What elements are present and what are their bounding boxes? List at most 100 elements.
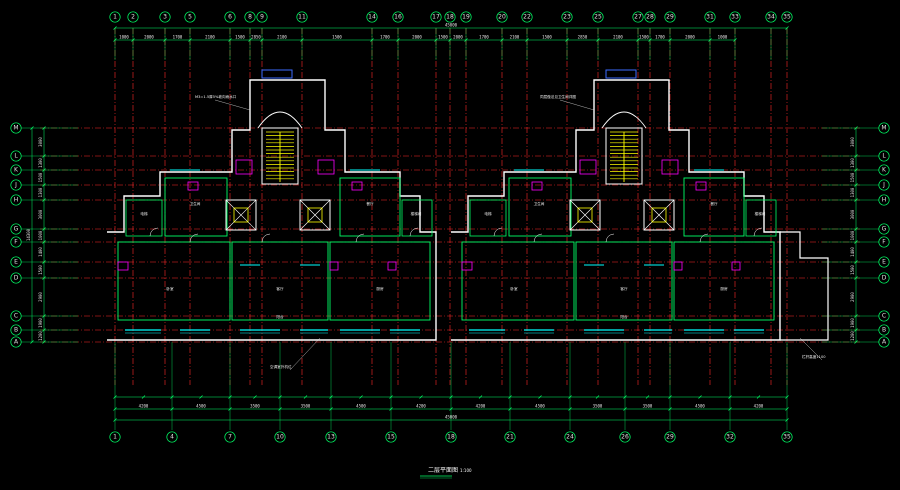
dim-right-tick-6 xyxy=(854,240,858,244)
dim-top-detail-tick-4 xyxy=(228,38,232,42)
note-leader-1 xyxy=(559,99,595,111)
axis-bubble-bottom-15-label: 15 xyxy=(387,434,395,441)
axis-bubble-top-6-label: 6 xyxy=(228,14,232,21)
outer-wall-left xyxy=(107,79,437,341)
dim-right-label-0: 3000 xyxy=(850,137,855,147)
dim-bottom-axis-tick-2 xyxy=(228,407,232,411)
elevator-car-left-1 xyxy=(307,207,323,223)
fixture-left-6 xyxy=(387,261,397,271)
dim-top-detail-label-7: 1500 xyxy=(332,35,342,40)
note-text-1: 同层做法见卫生间详图 xyxy=(540,94,576,99)
dim-top-detail-label-2: 1700 xyxy=(173,35,183,40)
dim-top-detail-tick-15 xyxy=(565,38,569,42)
room-label-left-4: 餐厅 xyxy=(366,201,374,206)
axis-bubble-left-K-circle xyxy=(10,164,22,176)
fixture-right-5 xyxy=(673,261,683,271)
axis-bubble-bottom-7-label: 7 xyxy=(228,434,232,441)
axis-bubble-left-B-circle xyxy=(10,324,22,336)
dim-top-detail-tick-16 xyxy=(596,38,600,42)
axis-bubble-left-B-label: B xyxy=(14,327,18,334)
dim-left-label-5: 1000 xyxy=(38,230,43,240)
axis-bubble-right-F-label: F xyxy=(882,239,886,246)
axis-bubble-bottom-7-circle xyxy=(224,431,236,443)
dim-top-detail-label-8: 1700 xyxy=(380,35,390,40)
fixture-right-1 xyxy=(661,159,679,175)
dim-bottom-detail-tick-11 xyxy=(419,395,423,399)
dim-bottom-detail-tick-16 xyxy=(568,395,572,399)
dim-bottom-detail-tick-18 xyxy=(623,395,627,399)
dim-top-total-tick-1 xyxy=(785,26,789,30)
dim-top-detail-tick-5 xyxy=(248,38,252,42)
dim-right-label-10: 1200 xyxy=(850,331,855,341)
axis-bubble-right-D-label: D xyxy=(882,275,887,282)
axis-bubble-top-34-label: 34 xyxy=(767,14,775,21)
axis-bubble-top-18-circle xyxy=(444,11,456,23)
axis-bubble-top-19-circle xyxy=(460,11,472,23)
dim-bottom-axis-tick-11 xyxy=(728,407,732,411)
axis-bubble-bottom-24-label: 24 xyxy=(566,434,574,441)
unit-right-left xyxy=(329,241,431,321)
axis-bubble-left-C-label: C xyxy=(14,313,18,320)
dim-bottom-axis-tick-6 xyxy=(449,407,453,411)
axis-bubble-top-31-label: 31 xyxy=(706,14,714,21)
dim-bottom-total-label-0: 45000 xyxy=(445,415,458,420)
dim-top-detail-tick-20 xyxy=(708,38,712,42)
axis-bubble-top-17-circle xyxy=(430,11,442,23)
dim-top-detail-tick-12 xyxy=(464,38,468,42)
dim-left-label-0: 3000 xyxy=(38,137,43,147)
fixture-left-0 xyxy=(235,159,253,175)
dim-top-detail-label-4: 1500 xyxy=(235,35,245,40)
note-text-3: 栏杆高度1100 xyxy=(802,354,826,359)
glazing-top-left xyxy=(261,69,293,79)
axis-bubble-top-18-label: 18 xyxy=(446,14,454,21)
axis-bubble-bottom-10-circle xyxy=(274,431,286,443)
axis-bubble-top-11-circle xyxy=(296,11,308,23)
dim-right-tick-8 xyxy=(854,276,858,280)
dim-right-tick-11 xyxy=(854,340,858,344)
dim-bottom-axis-tick-0 xyxy=(113,407,117,411)
axis-bubble-top-8-label: 8 xyxy=(248,14,252,21)
room-corner-left-right xyxy=(469,199,507,237)
axis-bubble-bottom-26-label: 26 xyxy=(621,434,629,441)
axis-bubble-top-29-label: 29 xyxy=(666,14,674,21)
stair-arch-right xyxy=(601,111,647,129)
axis-bubble-right-K-circle xyxy=(878,164,890,176)
room-label-right-1: 客厅 xyxy=(620,286,628,291)
dim-right-label-6: 1400 xyxy=(850,247,855,257)
room-label-left-5: 电梯 xyxy=(140,211,148,216)
dim-top-detail-tick-3 xyxy=(188,38,192,42)
dim-left-tick-11 xyxy=(42,340,46,344)
dim-top-detail-tick-9 xyxy=(396,38,400,42)
axis-bubble-top-20-label: 20 xyxy=(498,14,506,21)
title-block: 二层平面图 1:100 xyxy=(420,467,472,479)
dim-bottom-detail-tick-12 xyxy=(449,395,453,399)
fixture-right-4 xyxy=(461,261,473,271)
dim-left-label-7: 1500 xyxy=(38,265,43,275)
axis-bubble-top-9-circle xyxy=(256,11,268,23)
dim-left-total-label-0: 14300 xyxy=(26,228,31,241)
axis-bubble-left-L-label: L xyxy=(14,153,18,160)
room-label-right-2: 厨房 xyxy=(720,286,728,291)
dim-top-detail-tick-18 xyxy=(648,38,652,42)
dim-top-detail-label-17: 1500 xyxy=(639,35,649,40)
note-leader-0 xyxy=(214,99,251,111)
room-label-right-4: 餐厅 xyxy=(710,201,718,206)
axis-bubble-bottom-13-circle xyxy=(325,431,337,443)
axis-bubble-right-C-label: C xyxy=(882,313,886,320)
axis-bubble-top-22-label: 22 xyxy=(523,14,531,21)
unit-mid-right xyxy=(575,241,673,321)
fixture-right-3 xyxy=(695,181,707,191)
dim-right-label-3: 1300 xyxy=(850,187,855,197)
dim-top-detail-label-12: 1700 xyxy=(479,35,489,40)
elevator-car-right-0 xyxy=(577,207,593,223)
axis-bubble-right-D-circle xyxy=(878,272,890,284)
room-label-left-7: 阳台 xyxy=(276,314,284,319)
dim-top-detail-label-19: 2000 xyxy=(685,35,695,40)
dim-right-label-4: 3000 xyxy=(850,209,855,219)
axis-bubble-bottom-15-circle xyxy=(385,431,397,443)
dim-bottom-total-tick-0 xyxy=(113,418,117,422)
axis-bubble-top-35-label: 35 xyxy=(783,14,791,21)
dim-left-tick-2 xyxy=(42,168,46,172)
axis-bubble-left-J-label: J xyxy=(14,182,17,189)
